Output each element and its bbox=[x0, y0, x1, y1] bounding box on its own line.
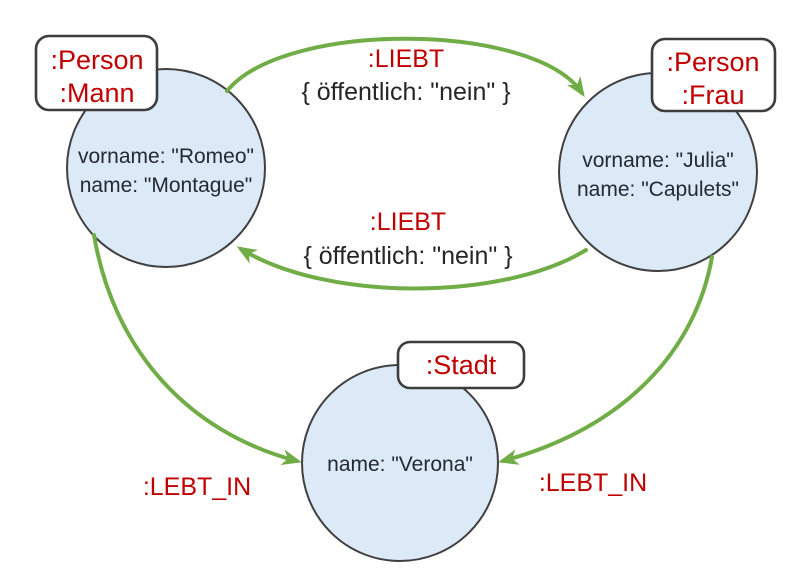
edge-liebt-romeo-to-julia bbox=[225, 36, 585, 98]
edge-lebtin-julia-to-verona bbox=[498, 255, 714, 465]
label-box-rect-julia bbox=[650, 37, 777, 113]
edge-label-liebt-bottom: :LIEBT bbox=[370, 208, 446, 236]
node-label-box-romeo: :Person :Mann bbox=[34, 34, 159, 112]
label-box-rect-romeo bbox=[34, 34, 159, 112]
edge-lebtin-romeo-to-verona bbox=[92, 233, 302, 465]
node-property-romeo-vorname: vorname: "Romeo" bbox=[78, 145, 254, 168]
label-box-rect-verona bbox=[396, 340, 526, 390]
edge-liebt-julia-to-romeo bbox=[236, 246, 588, 291]
node-circle-romeo bbox=[66, 68, 266, 268]
node-label-stadt: :Stadt bbox=[426, 350, 497, 380]
node-property-romeo-name: name: "Montague" bbox=[80, 174, 253, 197]
node-label-box-verona: :Stadt bbox=[396, 340, 526, 390]
node-label-box-julia: :Person :Frau bbox=[650, 37, 777, 113]
node-label-person-mann-2: :Mann bbox=[59, 78, 134, 108]
node-label-person-mann-1: :Person bbox=[50, 45, 143, 75]
node-property-julia-vorname: vorname: "Julia" bbox=[582, 149, 733, 172]
edge-label-lebtin-left: :LEBT_IN bbox=[143, 473, 251, 501]
edge-properties-liebt-bottom: { öffentlich: "nein" } bbox=[303, 242, 512, 270]
node-label-person-frau-1: :Person bbox=[666, 47, 759, 77]
edge-label-lebtin-right: :LEBT_IN bbox=[539, 469, 647, 497]
edge-properties-liebt-top: { öffentlich: "nein" } bbox=[301, 78, 510, 106]
node-property-julia-name: name: "Capulets" bbox=[577, 178, 739, 201]
node-property-verona-name: name: "Verona" bbox=[327, 453, 473, 476]
edge-label-liebt-top: :LIEBT bbox=[368, 45, 444, 73]
node-label-person-frau-2: :Frau bbox=[681, 80, 744, 110]
